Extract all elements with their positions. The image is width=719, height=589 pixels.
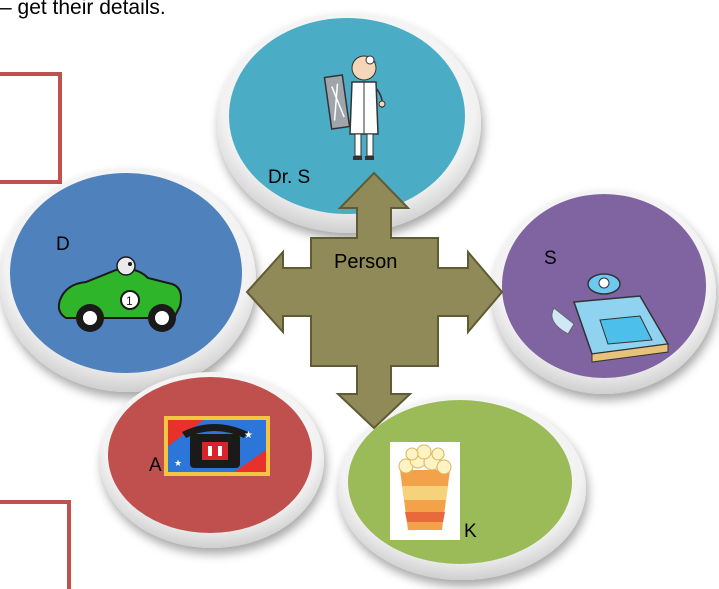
- center-arrow: Person: [245, 171, 504, 430]
- doctor-icon: [323, 55, 386, 160]
- svg-text:★: ★: [174, 458, 182, 468]
- node-doctor: Dr. S: [217, 13, 481, 233]
- node-driver: 1 D: [0, 168, 256, 392]
- node-phone-label: A: [149, 455, 162, 476]
- svg-text:★: ★: [244, 430, 253, 441]
- node-scale-label: S: [544, 248, 557, 269]
- node-popcorn: K: [338, 396, 586, 580]
- node-driver-label: D: [56, 234, 70, 255]
- race-car-icon: 1: [57, 256, 182, 332]
- bathroom-scale-icon: [551, 273, 670, 363]
- bracket-top: [0, 72, 62, 184]
- four-way-arrow-shape: [245, 171, 504, 430]
- header-text: – get their details.: [0, 0, 166, 19]
- node-scale: S: [492, 190, 716, 394]
- popcorn-icon: [390, 442, 460, 540]
- telephone-icon: ★ ★: [164, 416, 270, 476]
- node-popcorn-label: K: [464, 521, 477, 542]
- node-phone: ★ ★ A: [100, 372, 324, 548]
- center-label: Person: [334, 251, 397, 273]
- svg-text:1: 1: [126, 294, 133, 308]
- node-doctor-label: Dr. S: [268, 167, 310, 188]
- bracket-bottom: [0, 500, 71, 589]
